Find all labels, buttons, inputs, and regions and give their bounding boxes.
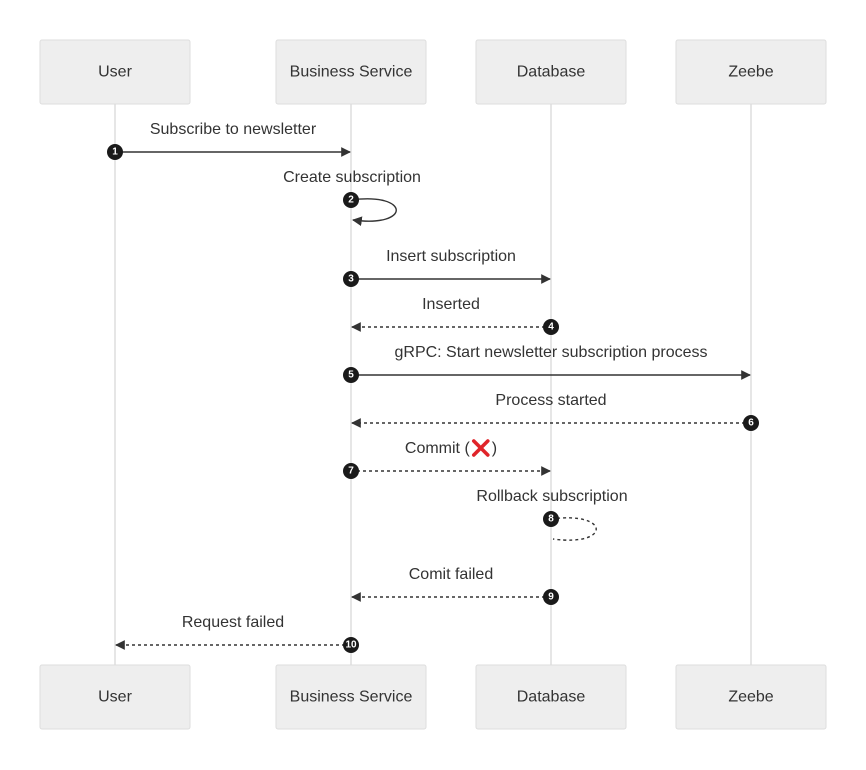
message-1: Subscribe to newsletter 1 <box>107 121 351 160</box>
actor-box-bottom-zeebe: Zeebe <box>675 664 827 730</box>
actor-rect <box>39 664 191 730</box>
message-6: Process started 6 <box>351 392 759 431</box>
message-4: Inserted 4 <box>351 296 559 335</box>
message-label: Insert subscription <box>386 248 516 265</box>
svg-text:6: 6 <box>748 418 754 429</box>
sequence-number: 5 <box>343 367 359 383</box>
actor-box-bottom-business: Business Service <box>275 664 427 730</box>
svg-text:9: 9 <box>548 592 554 603</box>
message-10: Request failed 10 <box>115 614 359 653</box>
svg-text:1: 1 <box>112 147 118 158</box>
actor-rect <box>39 39 191 105</box>
svg-text:5: 5 <box>348 370 354 381</box>
message-5: gRPC: Start newsletter subscription proc… <box>343 344 751 383</box>
message-label: Process started <box>495 392 606 409</box>
sequence-number: 4 <box>543 319 559 335</box>
actor-label: Zeebe <box>728 689 773 706</box>
sequence-number: 3 <box>343 271 359 287</box>
message-label: Comit failed <box>409 566 493 583</box>
svg-text:3: 3 <box>348 274 354 285</box>
svg-text:2: 2 <box>348 195 354 206</box>
message-arrow <box>350 198 397 227</box>
sequence-number: 6 <box>743 415 759 431</box>
actor-box-bottom-user: User <box>39 664 191 730</box>
actor-label: Zeebe <box>728 64 773 81</box>
message-2: Create subscription 2 <box>283 169 421 227</box>
actor-label: User <box>98 689 132 706</box>
actor-label: User <box>98 64 132 81</box>
actor-box-top-business: Business Service <box>275 39 427 105</box>
message-7: Commit () 7 <box>343 439 551 479</box>
message-label: Request failed <box>182 614 284 631</box>
actor-label: Business Service <box>290 689 413 706</box>
message-label: gRPC: Start newsletter subscription proc… <box>394 344 707 361</box>
actor-box-top-database: Database <box>475 39 627 105</box>
actor-rect <box>275 664 427 730</box>
actors-top: User Business Service Database Zeebe <box>39 39 827 105</box>
svg-text:7: 7 <box>348 466 354 477</box>
actor-label: Database <box>517 64 586 81</box>
message-label: Commit () <box>405 440 497 457</box>
cross-mark-icon <box>471 439 490 457</box>
message-label: Subscribe to newsletter <box>150 121 317 138</box>
actor-box-top-zeebe: Zeebe <box>675 39 827 105</box>
actor-rect <box>475 664 627 730</box>
sequence-number: 2 <box>343 192 359 208</box>
message-label: Rollback subscription <box>476 488 627 505</box>
svg-text:8: 8 <box>548 514 554 525</box>
sequence-number: 1 <box>107 144 123 160</box>
sequence-number: 9 <box>543 589 559 605</box>
message-3: Insert subscription 3 <box>343 248 551 287</box>
message-9: Comit failed 9 <box>351 566 559 605</box>
sequence-number: 10 <box>343 637 359 653</box>
sequence-number: 7 <box>343 463 359 479</box>
message-label: Inserted <box>422 296 480 313</box>
actors-bottom: User Business Service Database Zeebe <box>39 664 827 730</box>
message-label: Create subscription <box>283 169 421 186</box>
actor-rect <box>675 39 827 105</box>
svg-text:4: 4 <box>548 322 554 333</box>
message-8: Rollback subscription 8 <box>476 488 628 541</box>
message-arrow <box>550 517 597 541</box>
actor-rect <box>275 39 427 105</box>
actor-rect <box>675 664 827 730</box>
actor-label: Business Service <box>290 64 413 81</box>
sequence-number: 8 <box>543 511 559 527</box>
actor-box-bottom-database: Database <box>475 664 627 730</box>
actor-label: Database <box>517 689 586 706</box>
actor-box-top-user: User <box>39 39 191 105</box>
actor-rect <box>475 39 627 105</box>
svg-text:10: 10 <box>345 640 357 651</box>
